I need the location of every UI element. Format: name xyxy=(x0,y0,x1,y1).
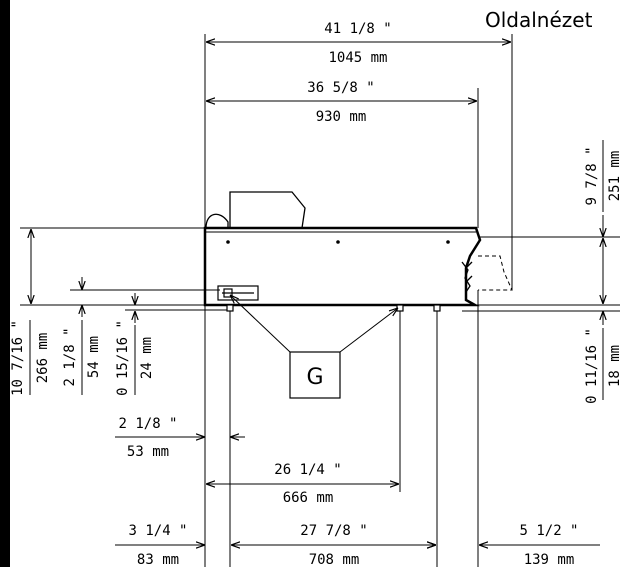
front-offset-inch: 2 1/8 " xyxy=(118,416,177,432)
g-label: G xyxy=(306,365,323,390)
g-label-box xyxy=(289,351,341,399)
rear-offset-mm: 139 mm xyxy=(524,552,575,567)
body-depth-mm: 930 mm xyxy=(316,109,367,125)
overall-depth-inch: 41 1/8 " xyxy=(324,21,391,37)
control-panel xyxy=(217,285,259,301)
front-offset-mm: 53 mm xyxy=(127,444,169,460)
rear-top-inch: 9 7/8 " xyxy=(584,146,600,205)
overall-depth-mm: 1045 mm xyxy=(328,50,387,66)
rear-offset-inch: 5 1/2 " xyxy=(519,523,578,539)
extension-lines xyxy=(20,34,620,567)
left-offset-mm: 83 mm xyxy=(137,552,179,567)
dimension-lines xyxy=(31,42,603,545)
label-underlines xyxy=(29,140,604,546)
feet-height-inch: 0 15/16 " xyxy=(115,320,131,396)
appliance-outline xyxy=(203,191,513,307)
left-edge-bar xyxy=(0,0,10,567)
rear-connection xyxy=(461,261,473,293)
panel-height-inch: 2 1/8 " xyxy=(62,327,78,386)
dimension-texts: 41 1/8 " 1045 mm 36 5/8 " 930 mm 10 7/16… xyxy=(10,21,623,567)
body-depth-inch: 36 5/8 " xyxy=(307,80,374,96)
feet-height-mm: 24 mm xyxy=(139,337,155,379)
rear-top-mm: 251 mm xyxy=(607,151,623,202)
panel-height-mm: 54 mm xyxy=(86,336,102,378)
rear-bottom-mm: 18 mm xyxy=(607,345,623,387)
mid-span-inch: 27 7/8 " xyxy=(300,523,367,539)
g-leader-lines xyxy=(230,295,398,353)
view-title: Oldalnézet xyxy=(485,8,593,32)
rear-bottom-inch: 0 11/16 " xyxy=(584,328,600,404)
gas-offset-mm: 666 mm xyxy=(283,490,334,506)
left-offset-inch: 3 1/4 " xyxy=(128,523,187,539)
height-inch: 10 7/16 " xyxy=(10,320,26,396)
mid-span-mm: 708 mm xyxy=(309,552,360,567)
height-mm: 266 mm xyxy=(35,333,51,384)
gas-offset-inch: 26 1/4 " xyxy=(274,462,341,478)
body-rivets xyxy=(226,240,450,244)
